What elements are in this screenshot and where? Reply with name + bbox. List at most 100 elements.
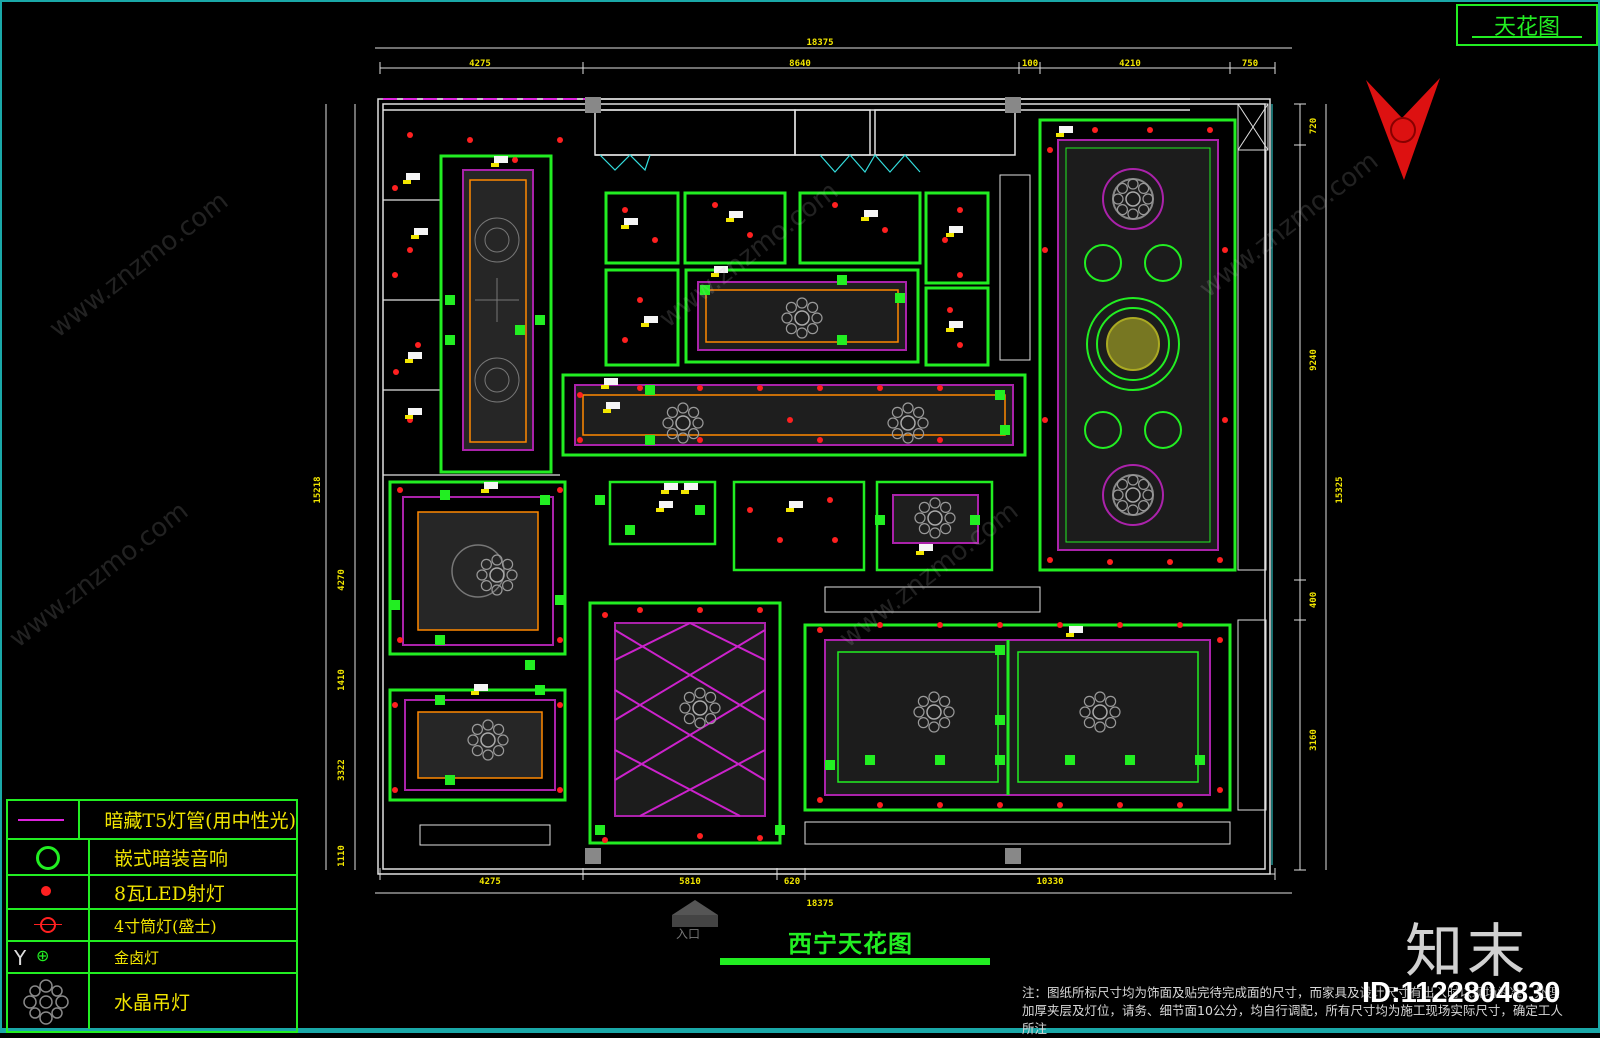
wall-lamp-base-mark: [405, 359, 413, 363]
spotlight-mark: [1167, 559, 1173, 565]
speaker-mark: [435, 635, 445, 645]
spotlight-mark: [1177, 622, 1183, 628]
speaker-mark: [1125, 755, 1135, 765]
wall-lamp-base-mark: [1066, 633, 1074, 637]
spotlight-mark: [882, 227, 888, 233]
svg-text:100: 100: [1022, 59, 1038, 69]
spotlight-mark: [1057, 802, 1063, 808]
spotlight-mark: [937, 437, 943, 443]
speaker-mark: [595, 825, 605, 835]
chandelier-bulb-mark: [914, 512, 926, 524]
wall-lamp-base-mark: [603, 409, 611, 413]
wall-lamp-mark: [864, 210, 878, 217]
sheet-title: 天花图: [1456, 4, 1598, 46]
spotlight-mark: [637, 297, 643, 303]
spotlight-mark: [817, 437, 823, 443]
chandelier-center-mark: [794, 310, 810, 326]
spotlight-mark: [392, 787, 398, 793]
speaker-mark: [837, 335, 847, 345]
centre-small-rooms: [604, 191, 990, 367]
speaker-mark: [515, 325, 525, 335]
speaker-mark: [525, 660, 535, 670]
speaker-mark: [435, 695, 445, 705]
red-spot-icon: [8, 876, 90, 908]
spotlight-mark: [557, 637, 563, 643]
spotlight-mark: [997, 802, 1003, 808]
wall-lamp-mark: [729, 211, 743, 218]
spotlight-mark: [393, 369, 399, 375]
spotlight-mark: [757, 835, 763, 841]
svg-text:3322: 3322: [337, 759, 347, 781]
chandelier-bulb-mark: [705, 713, 717, 725]
spotlight-mark: [557, 487, 563, 493]
chandelier-bulb-mark: [482, 719, 494, 731]
wall-lamp-base-mark: [621, 225, 629, 229]
legend-row: 8瓦LED射灯: [8, 876, 296, 910]
svg-text:3160: 3160: [1309, 729, 1319, 751]
wall-lamp-base-mark: [601, 385, 609, 389]
spotlight-mark: [1217, 557, 1223, 563]
chandelier-bulb-mark: [796, 327, 808, 339]
diamond-lattice-room: [588, 601, 782, 845]
chandelier-bulb-mark: [493, 745, 505, 757]
svg-text:18375: 18375: [806, 38, 833, 48]
spotlight-mark: [777, 537, 783, 543]
spotlight-mark: [957, 272, 963, 278]
spotlight-mark: [397, 487, 403, 493]
spotlight-mark: [832, 537, 838, 543]
chandelier-center-mark: [900, 415, 916, 431]
chandelier-bulb-mark: [666, 406, 678, 418]
chandelier-bulb-mark: [1127, 504, 1139, 516]
chandelier-bulb-mark: [1116, 478, 1128, 490]
chandelier-bulb-mark: [796, 297, 808, 309]
wall-lamp-base-mark: [946, 328, 954, 332]
chandelier-bulb-mark: [887, 417, 899, 429]
speaker-mark: [445, 335, 455, 345]
chandelier-bulb-mark: [709, 702, 721, 714]
svg-text:1110: 1110: [337, 845, 347, 867]
svg-text:620: 620: [784, 877, 800, 887]
wall-lamp-mark: [919, 544, 933, 551]
spotlight-mark: [1047, 557, 1053, 563]
chandelier-bulb-mark: [482, 749, 494, 761]
entrance-label: 入口: [676, 927, 701, 941]
chandelier-bulb-mark: [940, 501, 952, 513]
svg-text:4210: 4210: [1119, 59, 1141, 69]
chandelier-bulb-mark: [1116, 500, 1128, 512]
svg-text:5810: 5810: [679, 877, 701, 887]
brand-watermark: 知末: [1405, 917, 1530, 985]
svg-text:18375: 18375: [806, 899, 833, 909]
spotlight-mark: [1207, 127, 1213, 133]
chandelier-bulb-mark: [781, 312, 793, 324]
speaker-mark: [995, 390, 1005, 400]
wall-lamp-mark: [664, 483, 678, 490]
svg-text:4275: 4275: [469, 59, 491, 69]
spotlight-mark: [577, 392, 583, 398]
chandelier-bulb-mark: [918, 523, 930, 535]
chandelier-bulb-mark: [497, 734, 509, 746]
dimension-texts: 18375 4275 8640 100 4210 750 18375 4275 …: [313, 38, 1345, 909]
chandelier-bulb-mark: [913, 706, 925, 718]
spotlight-mark: [817, 385, 823, 391]
speaker-mark: [1195, 755, 1205, 765]
left-rooms: [383, 199, 560, 476]
wall-lamp-base-mark: [411, 235, 419, 239]
dimension-lines: [325, 47, 1327, 894]
chandelier-bulb-mark: [476, 569, 488, 581]
spotlight-mark: [392, 702, 398, 708]
spotlight-mark: [1222, 247, 1228, 253]
wall-lamp-mark: [949, 321, 963, 328]
north-arrow-icon: [1366, 78, 1440, 180]
chandelier-bulb-mark: [1083, 695, 1095, 707]
chandelier-bulb-mark: [1094, 691, 1106, 703]
wall-lamp-base-mark: [405, 415, 413, 419]
spotlight-mark: [697, 833, 703, 839]
lower-right-hall: [803, 623, 1232, 812]
corridor-ceiling: [561, 373, 1027, 457]
spotlight-mark: [637, 385, 643, 391]
drawing-title-bar: [720, 958, 990, 965]
chandelier-bulb-mark: [939, 717, 951, 729]
speaker-mark: [1065, 755, 1075, 765]
legend-label: 8瓦LED射灯: [114, 882, 225, 905]
image-id: ID:1122804830: [1362, 977, 1561, 1009]
